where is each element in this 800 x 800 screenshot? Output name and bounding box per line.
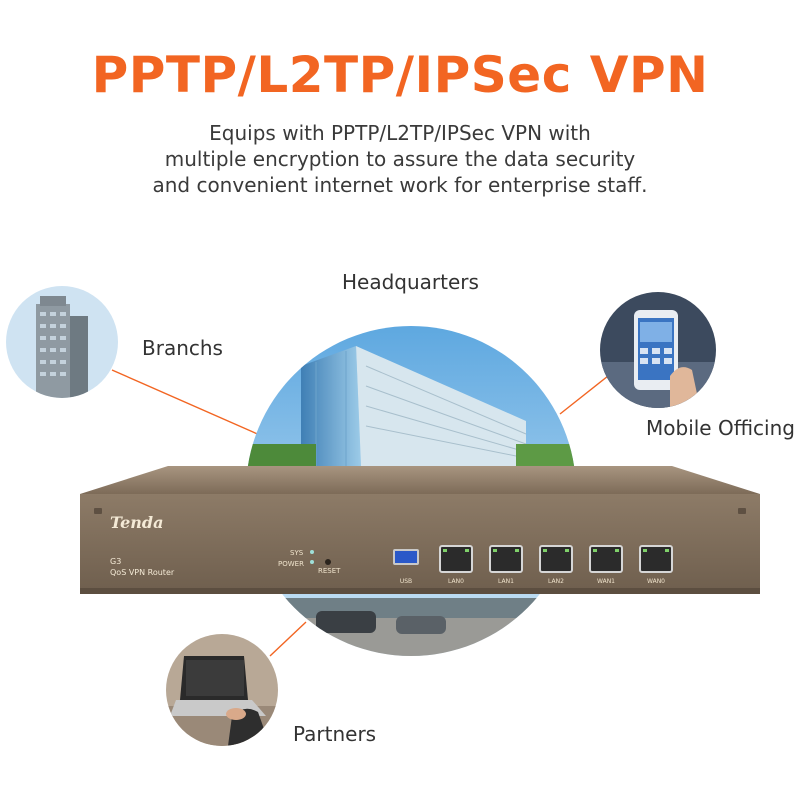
router-brand-logo: Tenda [110,513,164,532]
usb-port-icon [393,549,419,565]
reset-hole-icon [325,559,331,565]
ethernet-port-lan0-icon [439,545,473,573]
mobile-officing-image [600,292,716,408]
ethernet-port-lan1-icon [489,545,523,573]
subtitle-line-2: multiple encryption to assure the data s… [164,147,636,171]
port-label-wan0: WAN0 [646,578,665,585]
label-mobile-officing: Mobile Officing [646,416,795,440]
ethernet-ports [439,545,673,573]
ethernet-port-wan1-icon [589,545,623,573]
led-power-label: POWER [278,560,304,568]
partners-image [166,634,278,746]
router-model-name: G3 [110,557,122,566]
port-label-usb: USB [399,578,413,585]
label-partners: Partners [293,722,377,746]
port-label-wan1: WAN1 [596,578,615,585]
subtitle-line-1: Equips with PPTP/L2TP/IPSec VPN with [209,121,591,145]
label-headquarters: Headquarters [342,270,479,294]
connector-partner [269,621,307,657]
port-label-lan0: LAN0 [448,578,464,585]
port-label-lan2: LAN2 [548,578,564,585]
router-model: G3 QoS VPN Router [110,556,174,578]
port-label-lan1: LAN1 [498,578,514,585]
router-device [80,466,760,594]
led-sys-label: SYS [290,549,304,557]
page-subtitle: Equips with PPTP/L2TP/IPSec VPN with mul… [0,120,800,198]
connector-mobile [559,375,609,415]
label-branchs: Branchs [142,336,223,360]
reset-label: RESET [318,567,341,575]
ethernet-port-lan2-icon [539,545,573,573]
subtitle-line-3: and convenient internet work for enterpr… [152,173,648,197]
connector-branch [111,369,263,437]
led-power-icon [310,560,314,564]
router-model-desc: QoS VPN Router [110,568,175,577]
led-sys-icon [310,550,314,554]
ethernet-port-wan0-icon [639,545,673,573]
page-title: PPTP/L2TP/IPSec VPN [91,46,709,104]
branch-image [6,286,118,398]
